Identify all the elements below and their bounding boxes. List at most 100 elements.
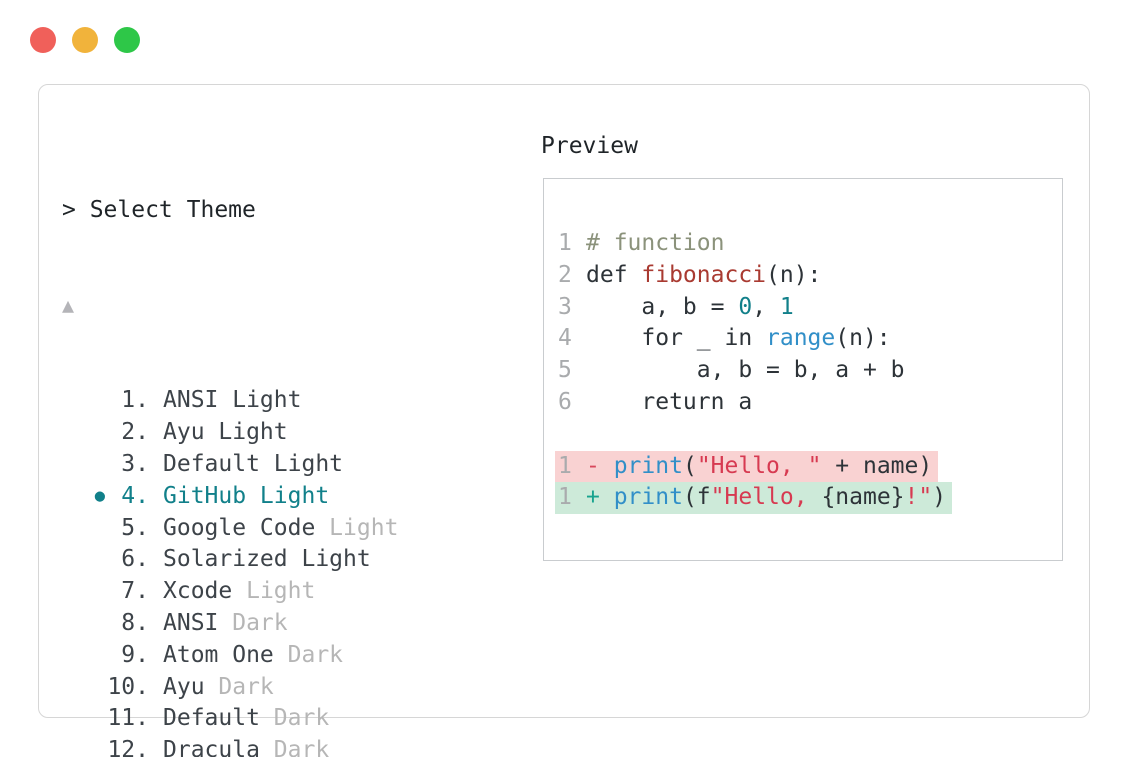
- theme-item-label: Atom One: [163, 641, 274, 668]
- theme-item-label: Ayu Light: [163, 419, 288, 446]
- theme-item-label: ANSI: [163, 609, 219, 636]
- code-segment-code: return a: [586, 388, 753, 415]
- theme-item-variant-muted: Dark: [218, 609, 288, 636]
- theme-list-item[interactable]: 7.Xcode Light: [39, 576, 1089, 608]
- theme-list-item[interactable]: 2. Ayu Light: [39, 417, 1089, 449]
- maximize-button[interactable]: [114, 27, 140, 53]
- code-segment-comment: # function: [586, 230, 725, 256]
- code-line-content: 4 for _ in range(n):: [558, 323, 891, 355]
- theme-item-variant-muted: Dark: [204, 673, 274, 700]
- theme-item-number: 2.: [121, 419, 149, 446]
- bullet-placeholder: [62, 672, 107, 704]
- theme-item-number: 6.: [121, 546, 149, 573]
- code-line-content: 6 return a: [558, 387, 752, 419]
- theme-picker-panel: > Select Theme ▲ 1. ANSI Light 2. Ayu Light…: [38, 84, 1090, 757]
- prompt: > Select Theme: [62, 196, 256, 223]
- code-segment-string: "Hello, ": [696, 452, 822, 479]
- diff-line-added: 1+ print(f"Hello, {name}!"): [555, 482, 1062, 515]
- theme-item-variant-muted: Dark: [259, 705, 330, 732]
- theme-item-label: Dracula: [163, 737, 260, 757]
- code-line-content: 1+ print(f"Hello, {name}!"): [555, 482, 953, 515]
- theme-item-variant-muted: Light: [232, 578, 316, 605]
- code-segment-code: (n):: [835, 325, 891, 352]
- theme-item-number: 8.: [121, 609, 149, 636]
- line-number: 2: [558, 261, 572, 288]
- code-segment-number: 0: [738, 293, 753, 320]
- code-segment-code: ,: [752, 293, 780, 320]
- theme-item-number: 1.: [121, 387, 149, 414]
- line-number: 1: [558, 484, 572, 511]
- theme-item-number: 3.: [121, 450, 149, 477]
- code-segment-code: + name): [821, 452, 933, 479]
- code-segment-code: a, b =: [586, 293, 739, 320]
- code-segment-diff-minus: -: [586, 452, 614, 479]
- line-number: 1: [558, 230, 572, 256]
- theme-list-item[interactable]: 10.Ayu Dark: [39, 672, 1089, 704]
- theme-item-number: 10.: [107, 673, 149, 700]
- code-segment-builtin: range: [766, 325, 836, 352]
- line-number: 5: [558, 357, 572, 384]
- code-segment-code: (f: [682, 484, 711, 511]
- theme-list-item[interactable]: 12. Dracula Dark: [39, 735, 1089, 757]
- scroll-up-icon[interactable]: ▲: [62, 292, 75, 317]
- code-line: 2 def fibonacci(n):: [558, 260, 1062, 292]
- selected-bullet-icon: ●: [94, 485, 105, 506]
- theme-item-number: 9.: [121, 641, 149, 668]
- code-segment-diff-plus: +: [586, 484, 614, 511]
- theme-picker-left-column: > Select Theme ▲ 1. ANSI Light 2. Ayu Light…: [39, 131, 1089, 757]
- code-line: 6 return a: [558, 387, 1062, 419]
- theme-list-item[interactable]: 9.Atom One Dark: [39, 640, 1089, 672]
- bullet-placeholder: [62, 703, 107, 735]
- line-number: 1: [558, 452, 572, 479]
- bullet-placeholder: [62, 449, 107, 481]
- code-segment-code: (: [682, 452, 697, 479]
- code-segment-code: {name}: [821, 484, 905, 511]
- theme-item-label: Default: [163, 705, 260, 732]
- theme-item-number: 7.: [121, 578, 149, 605]
- bullet-placeholder: [62, 513, 107, 545]
- theme-list-item[interactable]: ●4.GitHub Light: [39, 481, 1089, 513]
- code-line-content: 5 a, b = b, a + b: [558, 355, 905, 387]
- theme-list-item[interactable]: 8. ANSI Dark: [39, 608, 1089, 640]
- theme-item-variant-muted: Dark: [259, 737, 330, 757]
- theme-item-label: ANSI Light: [163, 387, 302, 414]
- code-segment-code: (n):: [766, 261, 822, 288]
- code-segment-code: def: [586, 261, 642, 288]
- bullet-placeholder: [62, 544, 107, 576]
- close-button[interactable]: [30, 27, 56, 53]
- theme-item-label: Default Light: [163, 450, 344, 477]
- theme-list-item[interactable]: 6.Solarized Light: [39, 544, 1089, 576]
- code-line-content: 3 a, b = 0, 1: [558, 292, 794, 324]
- theme-item-variant-muted: Light: [315, 514, 399, 541]
- code-line: [558, 419, 1062, 451]
- code-line: 3 a, b = 0, 1: [558, 292, 1062, 324]
- code-segment-function: fibonacci: [641, 261, 767, 288]
- bullet-placeholder: [62, 576, 107, 608]
- bullet-placeholder: [62, 608, 107, 640]
- theme-list-item[interactable]: 5. Google Code Light: [39, 513, 1089, 545]
- theme-item-label: Google Code: [163, 514, 316, 541]
- theme-item-number: 11.: [107, 705, 149, 732]
- code-line: 5 a, b = b, a + b: [558, 355, 1062, 387]
- code-segment-code: ): [932, 484, 947, 511]
- code-line: 4 for _ in range(n):: [558, 323, 1062, 355]
- code-segment-string: "Hello,: [710, 484, 822, 511]
- preview-label: Preview: [541, 133, 638, 159]
- code-segment-string: !": [904, 484, 933, 511]
- theme-item-label: GitHub Light: [163, 482, 330, 509]
- minimize-button[interactable]: [72, 27, 98, 53]
- theme-list-item[interactable]: 3. Default Light: [39, 449, 1089, 481]
- code-line-content: 1 # function: [558, 228, 724, 260]
- theme-list-item[interactable]: 1. ANSI Light: [39, 385, 1089, 417]
- theme-item-number: 5.: [121, 514, 149, 541]
- diff-line-removed: 1- print("Hello, " + name): [555, 450, 1062, 483]
- line-number: 3: [558, 293, 572, 320]
- theme-item-number: 12.: [107, 737, 149, 757]
- theme-list-item[interactable]: 11. Default Dark: [39, 703, 1089, 735]
- window-controls: [30, 27, 140, 53]
- bullet-placeholder: [62, 640, 107, 672]
